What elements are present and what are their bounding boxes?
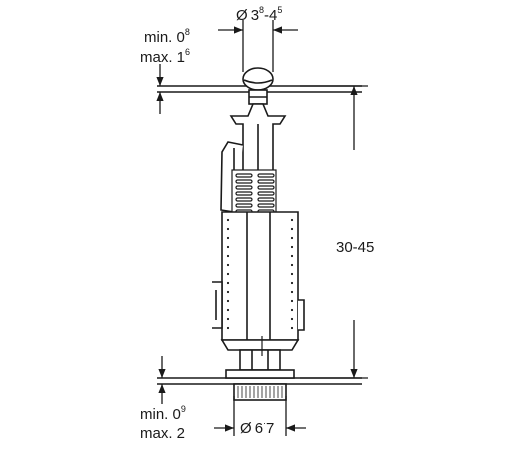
spring-ring xyxy=(257,191,275,196)
actuator-head xyxy=(242,67,274,105)
spring-ring xyxy=(235,173,253,178)
float-chamber xyxy=(212,211,305,341)
top-max-label: max. 16 xyxy=(140,47,191,66)
vent-dot xyxy=(290,218,294,222)
bottom-max-label: max. 2 xyxy=(140,425,186,442)
vent-dot xyxy=(226,272,230,276)
vent-dot xyxy=(226,326,230,330)
vent-dot xyxy=(226,263,230,267)
vent-dot xyxy=(290,263,294,267)
spring-ring xyxy=(235,203,253,208)
vent-dot xyxy=(226,317,230,321)
vent-dot xyxy=(226,281,230,285)
vent-dot xyxy=(226,245,230,249)
vent-dot xyxy=(226,290,230,294)
height-dimension xyxy=(300,85,368,379)
vent-dot xyxy=(290,326,294,330)
bottom-diameter-dimension xyxy=(214,396,306,436)
spring-ring xyxy=(257,203,275,208)
spring-ring xyxy=(257,173,275,178)
spring-ring xyxy=(235,191,253,196)
vent-dot xyxy=(226,236,230,240)
spring-ring xyxy=(235,179,253,184)
vent-dot xyxy=(290,299,294,303)
top-diameter-dimension xyxy=(218,20,298,72)
bottom-plate xyxy=(157,377,362,385)
vent-dot xyxy=(226,299,230,303)
spring-ring xyxy=(235,197,253,202)
vent-dot xyxy=(290,227,294,231)
outlet-seal xyxy=(225,369,295,401)
vent-dot xyxy=(290,281,294,285)
top-diameter-label: Ø 38-45 xyxy=(236,5,283,24)
vent-dot xyxy=(226,227,230,231)
vent-dot xyxy=(226,308,230,312)
top-min-label: min. 08 xyxy=(144,27,190,46)
spring-ring xyxy=(257,197,275,202)
valve-base xyxy=(220,336,300,371)
spring-ring xyxy=(257,179,275,184)
spring-ring xyxy=(235,185,253,190)
bottom-diameter-label: Ø 6·7 xyxy=(240,418,275,437)
height-range-label: 30-45 xyxy=(336,238,375,257)
vent-dot xyxy=(290,236,294,240)
vent-dot xyxy=(226,218,230,222)
vent-dot xyxy=(290,272,294,276)
vent-dot xyxy=(290,317,294,321)
vent-dot xyxy=(290,254,294,258)
vent-dot xyxy=(290,290,294,294)
vent-dot xyxy=(290,308,294,312)
spring-ring xyxy=(257,185,275,190)
bottom-min-label: min. 09 xyxy=(140,404,186,423)
vent-dot xyxy=(226,254,230,258)
vent-dot xyxy=(290,245,294,249)
